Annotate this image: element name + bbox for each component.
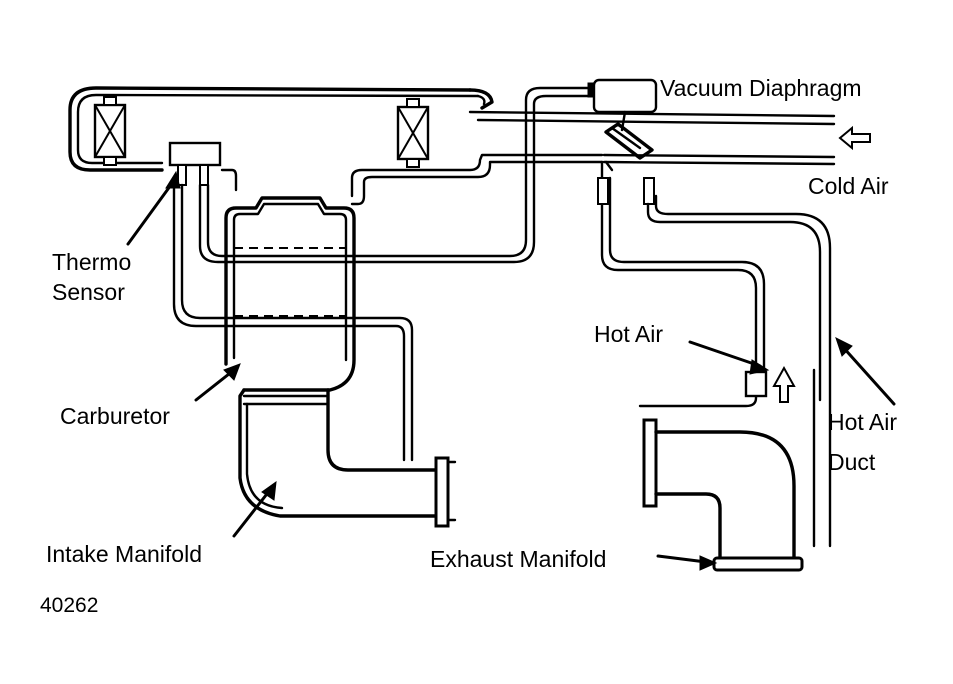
intake-manifold-label: Intake Manifold (46, 541, 202, 567)
carburetor-leader-arrow (194, 363, 241, 402)
vacuum-diaphragm (587, 78, 658, 160)
carburetor-label: Carburetor (60, 403, 170, 429)
vacuum-hoses (172, 86, 590, 462)
sensor-label: Sensor (52, 279, 125, 305)
hot-air-duct-leader-arrow (835, 337, 896, 406)
hot-air-label: Hot Air (594, 321, 663, 347)
exhaust-manifold-label: Exhaust Manifold (430, 546, 606, 572)
intake-manifold-leader-arrow (232, 480, 277, 538)
exhaust-manifold-leader-arrow (656, 554, 718, 571)
hot-air-duct-label-line2: Duct (828, 449, 876, 475)
thermo-sensor-leader-arrow (126, 170, 181, 246)
intake-manifold (238, 388, 457, 528)
cold-air-label: Cold Air (808, 173, 889, 199)
filter-element-left (93, 96, 127, 166)
carburetor (224, 196, 356, 392)
air-cleaner-housing (68, 86, 604, 206)
hot-air-up-arrow (772, 365, 796, 403)
hot-air-leader-arrow (688, 340, 770, 375)
exhaust-manifold (642, 418, 804, 572)
figure-number: 40262 (40, 594, 98, 617)
hot-air-tube (597, 160, 832, 548)
cold-air-arrow (838, 125, 871, 151)
thermo-sensor (168, 141, 222, 186)
thermo-label: Thermo (52, 249, 131, 275)
snorkel (468, 110, 836, 172)
vacuum-diaphragm-label: Vacuum Diaphragm (660, 75, 862, 101)
filter-element-right (396, 98, 430, 168)
hot-air-duct-label-line1: Hot Air (828, 409, 897, 435)
